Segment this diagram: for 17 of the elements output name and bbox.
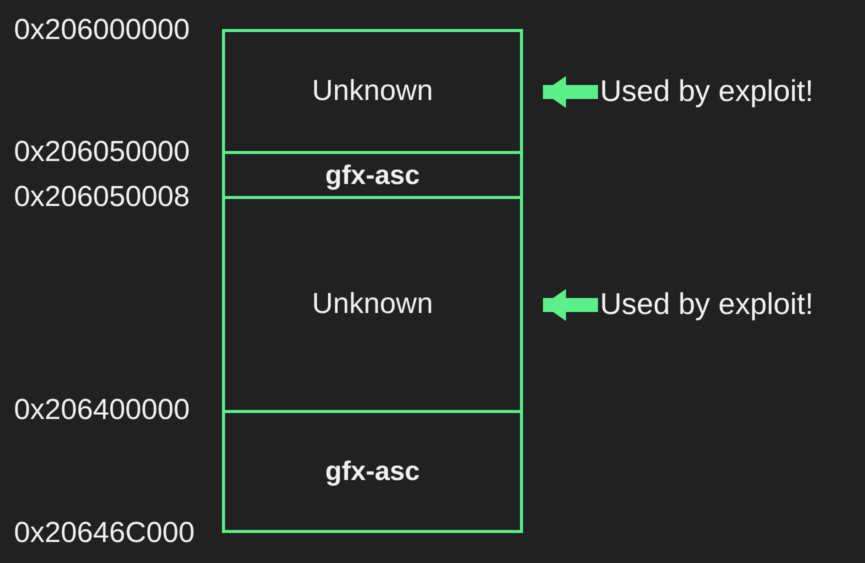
address-label: 0x206050000	[14, 135, 190, 169]
annotation-text: Used by exploit!	[600, 283, 814, 327]
memory-region	[222, 196, 523, 413]
region-label: Unknown	[312, 75, 433, 108]
arrow	[543, 76, 598, 108]
address-label: 0x206400000	[14, 393, 190, 427]
memory-region	[222, 151, 523, 199]
address-label: 0x206050008	[14, 180, 190, 214]
annotation-text: Used by exploit!	[600, 70, 814, 114]
region-label: gfx-asc	[325, 160, 420, 190]
address-label: 0x20646C000	[14, 516, 195, 550]
memory-region	[222, 410, 523, 533]
address-label: 0x206000000	[14, 13, 190, 47]
region-label: Unknown	[312, 288, 433, 321]
memory-region	[222, 29, 523, 154]
region-label: gfx-asc	[325, 456, 420, 487]
arrow	[543, 289, 598, 321]
